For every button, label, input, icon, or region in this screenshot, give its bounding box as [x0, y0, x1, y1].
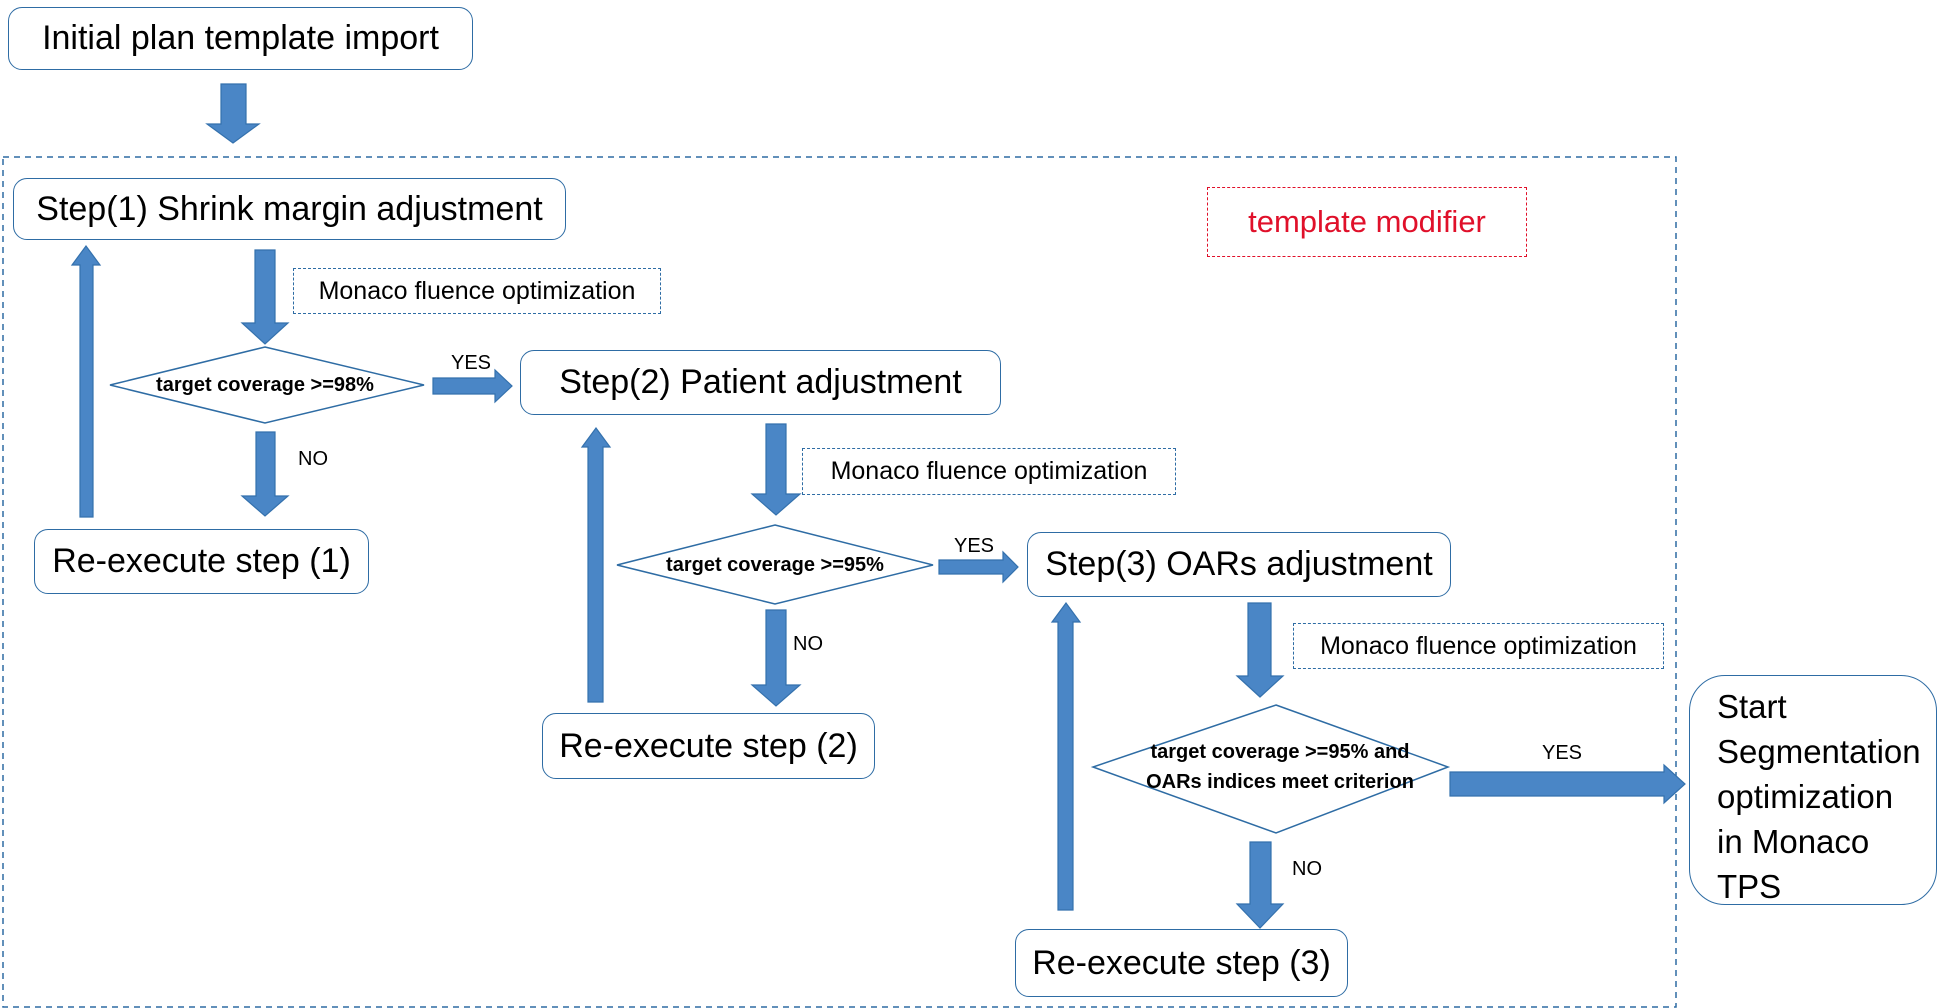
retry-step1-label: Re-execute step (1) [52, 542, 351, 580]
end-box: Start Segmentation optimization in Monac… [1689, 675, 1937, 905]
decision2-text: target coverage >=95% [666, 550, 884, 580]
decision2-no-label: NO [793, 633, 823, 655]
decision3-yes-label: YES [1542, 742, 1583, 764]
decision-diamond-3 [1090, 704, 1451, 834]
decision-diamond-1 [109, 346, 425, 424]
retry-step3-box: Re-execute step (3) [1015, 929, 1348, 997]
arrow-step3-to-decision3 [1235, 602, 1285, 698]
step1-box: Step(1) Shrink margin adjustment [13, 178, 566, 240]
step2-optimization-label: Monaco fluence optimization [830, 457, 1148, 485]
decision-diamond-2 [616, 524, 934, 605]
step1-label: Step(1) Shrink margin adjustment [36, 189, 543, 228]
arrow-step1-to-decision1 [240, 249, 290, 345]
step2-optimization-note: Monaco fluence optimization [802, 448, 1176, 495]
step3-label: Step(3) OARs adjustment [1045, 545, 1433, 583]
template-modifier-label: template modifier [1248, 204, 1486, 239]
arrow-decision3-yes [1449, 763, 1686, 805]
template-modifier-label-box: template modifier [1207, 187, 1527, 257]
arrow-decision1-yes [432, 368, 513, 404]
arrow-decision3-no [1235, 841, 1285, 929]
decision1-text: target coverage >=98% [156, 370, 374, 400]
arrow-start-to-step1 [205, 83, 261, 144]
step3-box: Step(3) OARs adjustment [1027, 532, 1451, 597]
arrow-retry1-up [70, 244, 102, 518]
step1-optimization-label: Monaco fluence optimization [318, 276, 636, 305]
initial-import-box: Initial plan template import [8, 7, 473, 70]
decision3-line-1: target coverage >=95% and [1150, 741, 1410, 763]
arrow-retry2-up [580, 426, 612, 703]
decision1-yes-label: YES [451, 352, 492, 374]
end-line-2: Segmentation [1717, 733, 1921, 770]
template-modifier-boundary [2, 156, 1677, 1008]
step1-optimization-note: Monaco fluence optimization [293, 268, 661, 314]
arrow-decision1-no [240, 431, 290, 517]
decision2-line-1: target coverage >=95% [666, 554, 884, 576]
end-line-3: optimization [1717, 778, 1894, 815]
arrow-step2-to-decision2 [750, 423, 802, 516]
decision3-line-2: OARs indices meet criterion [1146, 771, 1414, 793]
decision1-line-1: target coverage >=98% [156, 374, 374, 396]
decision1-no-label: NO [298, 448, 328, 470]
end-line-4: in Monaco [1717, 823, 1870, 860]
step2-label: Step(2) Patient adjustment [559, 363, 962, 401]
step3-optimization-label: Monaco fluence optimization [1320, 631, 1637, 660]
decision3-text: target coverage >=95% and OARs indices m… [1146, 737, 1414, 797]
retry-step1-box: Re-execute step (1) [34, 529, 369, 594]
retry-step3-label: Re-execute step (3) [1032, 943, 1331, 982]
step2-box: Step(2) Patient adjustment [520, 350, 1001, 415]
end-line-1: Start [1717, 688, 1787, 725]
decision3-no-label: NO [1292, 858, 1322, 880]
initial-import-label: Initial plan template import [42, 19, 439, 57]
arrow-retry3-up [1050, 601, 1082, 911]
retry-step2-label: Re-execute step (2) [559, 726, 858, 765]
arrow-decision2-yes [938, 550, 1019, 584]
end-line-5: TPS [1717, 868, 1782, 905]
arrow-decision2-no [750, 609, 802, 707]
step3-optimization-note: Monaco fluence optimization [1293, 623, 1664, 669]
retry-step2-box: Re-execute step (2) [542, 713, 875, 779]
decision2-yes-label: YES [954, 535, 995, 557]
